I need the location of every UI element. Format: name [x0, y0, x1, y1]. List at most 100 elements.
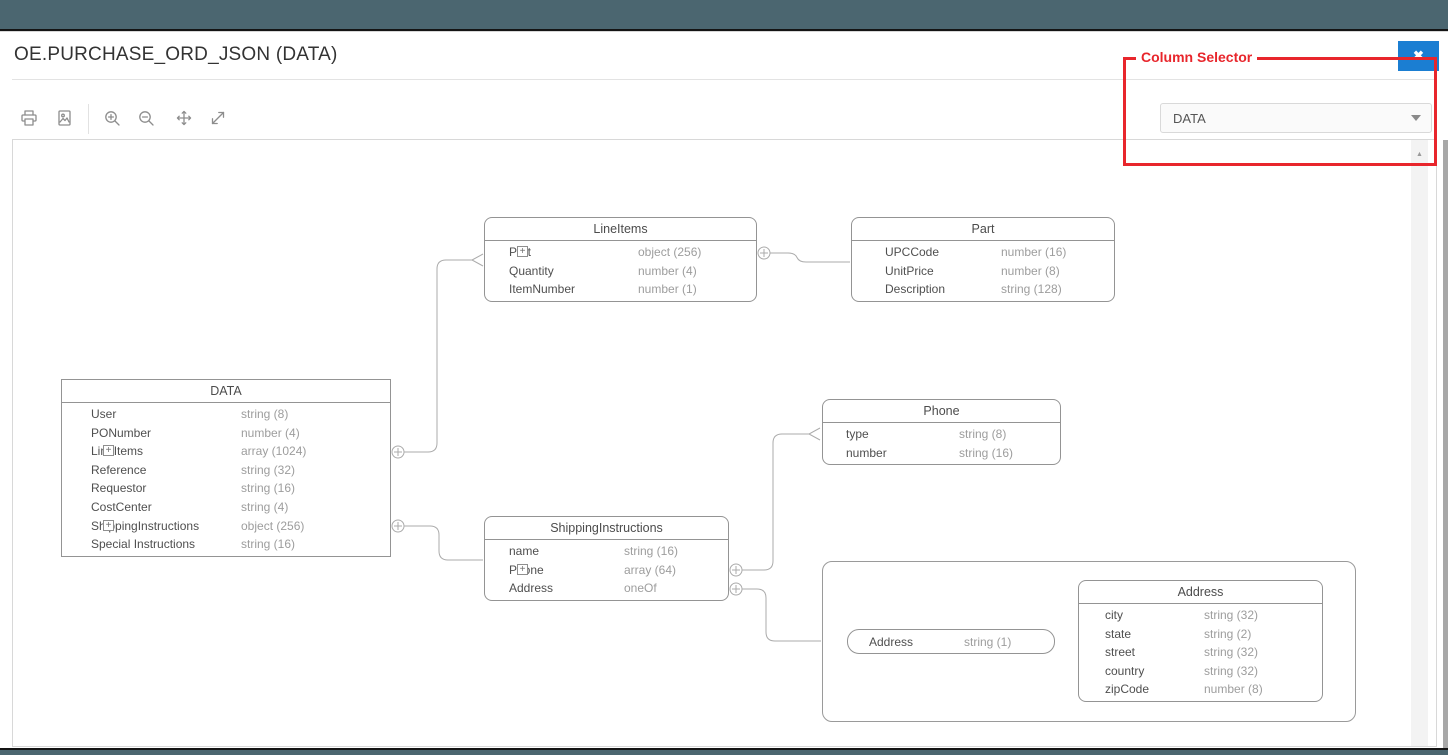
entity-row: Requestor string (16): [91, 479, 390, 498]
field-type: oneOf: [624, 581, 657, 596]
bottom-bar: [0, 750, 1448, 755]
field-name: Address: [509, 581, 554, 596]
close-button[interactable]: ✖: [1398, 41, 1439, 71]
vertical-scrollbar[interactable]: [1411, 140, 1428, 746]
entity-title: ShippingInstructions: [485, 517, 728, 540]
field-name: city: [1105, 608, 1123, 622]
entity-row: Quantity number (4): [509, 262, 756, 281]
field-type: string (16): [241, 537, 296, 552]
print-icon[interactable]: [16, 103, 42, 133]
field-name: Special Instructions: [91, 537, 196, 552]
field-name: type: [846, 427, 869, 441]
entity-row: UnitPrice number (8): [885, 262, 1114, 281]
toolbar-separator: [88, 104, 89, 134]
entity-title: Phone: [823, 400, 1060, 423]
field-name: CostCenter: [91, 499, 152, 514]
entity-title: Part: [852, 218, 1114, 241]
expand-toggle-icon[interactable]: +: [103, 445, 114, 457]
zoom-in-icon[interactable]: [99, 103, 125, 133]
entity-row: +Partobject (256): [509, 243, 756, 262]
field-type: number (4): [241, 425, 300, 440]
expand-icon[interactable]: [205, 103, 231, 133]
entity-phone[interactable]: Phone type string (8) number string (16): [822, 399, 1061, 465]
field-type: string (32): [1204, 663, 1259, 678]
field-type: string (8): [959, 427, 1007, 441]
field-type: array (1024): [241, 444, 307, 459]
field-name: Requestor: [91, 481, 147, 496]
entity-row: name string (16): [509, 542, 728, 561]
field-name: Quantity: [509, 263, 554, 278]
entity-row: number string (16): [846, 444, 1060, 463]
field-type: array (64): [624, 562, 677, 577]
window-scrollbar-strip[interactable]: [1443, 140, 1448, 748]
page-title: OE.PURCHASE_ORD_JSON (DATA): [14, 44, 338, 65]
entity-row: PONumber number (4): [91, 424, 390, 443]
scroll-up-icon[interactable]: ▲: [1411, 146, 1428, 164]
field-type: number (4): [638, 263, 697, 278]
field-name: Address: [869, 634, 914, 649]
expand-toggle-icon[interactable]: +: [517, 563, 528, 575]
field-type: number (16): [1001, 245, 1067, 259]
field-name: name: [509, 544, 540, 558]
field-type: string (4): [241, 499, 289, 514]
close-icon: ✖: [1413, 48, 1424, 63]
bottom-divider: [0, 748, 1448, 750]
field-name: Description: [885, 282, 946, 297]
field-name: User: [91, 407, 117, 421]
zoom-out-icon[interactable]: [133, 103, 159, 133]
column-selector-dropdown[interactable]: DATA: [1160, 103, 1432, 133]
entity-row: type string (8): [846, 425, 1060, 444]
field-name: state: [1105, 626, 1132, 641]
field-name: street: [1105, 645, 1136, 660]
field-name: ItemNumber: [509, 282, 576, 297]
field-name: number: [846, 445, 887, 460]
entity-title: Address: [1079, 581, 1322, 604]
expand-toggle-icon[interactable]: +: [517, 246, 528, 257]
entity-title: LineItems: [485, 218, 756, 241]
field-name: UPCCode: [885, 245, 940, 259]
entity-row: UPCCode number (16): [885, 243, 1114, 262]
entity-row: Address oneOf: [509, 579, 728, 598]
field-type: object (256): [241, 518, 305, 533]
title-divider: [12, 79, 1437, 80]
entity-row: User string (8): [91, 405, 390, 424]
field-name: country: [1105, 663, 1145, 678]
top-title-bar: [0, 0, 1448, 29]
oneof-option-address-scalar[interactable]: Address string (1): [847, 629, 1055, 654]
field-type: string (16): [241, 481, 296, 496]
entity-row: Special Instructions string (16): [91, 535, 390, 554]
entity-shippinginstructions[interactable]: ShippingInstructions name string (16) +Pho…: [484, 516, 729, 601]
entity-row: +Phonearray (64): [509, 561, 728, 580]
expand-toggle-icon[interactable]: +: [103, 519, 114, 531]
export-image-icon[interactable]: [51, 103, 77, 133]
field-name: UnitPrice: [885, 263, 934, 278]
field-type: number (8): [1001, 263, 1060, 278]
field-name: ShippingInstructions: [91, 518, 200, 533]
entity-lineitems[interactable]: LineItems +Partobject (256)Quantity numbe…: [484, 217, 757, 302]
field-type: string (16): [959, 445, 1014, 460]
entity-row: country string (32): [1105, 662, 1322, 681]
field-type: string (8): [241, 407, 289, 421]
top-bar-divider: [0, 29, 1448, 31]
field-type: string (16): [624, 544, 679, 558]
column-selector-value: DATA: [1173, 110, 1206, 126]
entity-part[interactable]: Part UPCCode number (16) UnitPrice number (…: [851, 217, 1115, 302]
field-type: number (8): [1204, 682, 1263, 697]
entity-data[interactable]: DATA User string (8) PONumber number (4) +Li…: [61, 379, 391, 557]
annotation-label: Column Selector: [1136, 49, 1258, 65]
field-name: PONumber: [91, 425, 152, 440]
entity-title: DATA: [62, 380, 390, 403]
field-type: string (32): [241, 462, 296, 477]
chevron-down-icon: [1411, 115, 1421, 121]
field-type: string (1): [964, 634, 1012, 649]
pan-icon[interactable]: [171, 103, 197, 133]
